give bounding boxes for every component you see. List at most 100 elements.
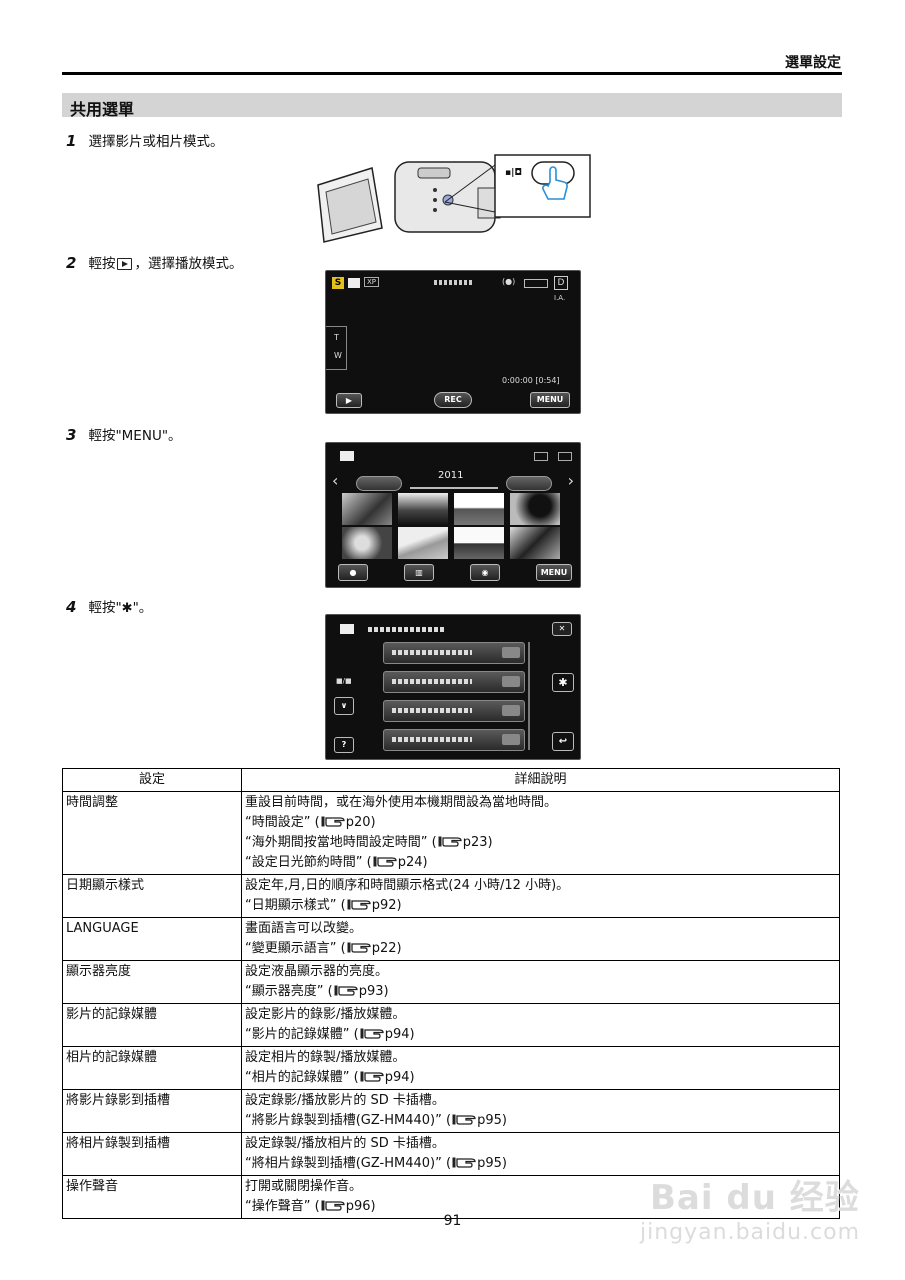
page-reference-link[interactable]: p20	[345, 815, 371, 830]
page-number: 91	[443, 1213, 462, 1229]
reference-line[interactable]: “將影片錄製到插槽(GZ-HM440)” (p95)	[245, 1111, 836, 1131]
help-icon[interactable]: ?	[334, 737, 354, 753]
page-reference-link[interactable]: p22	[371, 941, 397, 956]
thumbnail[interactable]	[398, 493, 448, 525]
reference-hand-icon	[452, 1157, 476, 1168]
setting-name: 日期顯示樣式	[62, 874, 242, 918]
page-reference-link[interactable]: p94	[384, 1070, 410, 1085]
line-text: 設定相片的錄製/播放媒體。	[245, 1050, 406, 1065]
reference-line[interactable]: “將相片錄製到插槽(GZ-HM440)” (p95)	[245, 1154, 836, 1174]
page-reference-link[interactable]: p92	[371, 898, 397, 913]
record-mode-button[interactable]: ●	[338, 564, 368, 581]
reference-line[interactable]: “日期顯示樣式” (p92)	[245, 896, 836, 916]
next-arrow-icon[interactable]: ›	[567, 471, 574, 490]
page-reference-link[interactable]: p95	[477, 1156, 502, 1171]
menu-button[interactable]: MENU	[530, 392, 570, 408]
menu-item[interactable]	[383, 671, 525, 693]
line-text: 畫面語言可以改變。	[245, 921, 363, 936]
thumbnail[interactable]	[398, 527, 448, 559]
menu-item[interactable]	[383, 700, 525, 722]
page-reference-link[interactable]: p93	[358, 984, 384, 999]
table-row: 時間調整重設目前時間，或在海外使用本機期間設為當地時間。“時間設定” (p20)…	[62, 791, 840, 875]
section-title-bar: 共用選單	[62, 93, 842, 119]
line-text: “日期顯示樣式” (	[245, 898, 346, 913]
menu-button[interactable]: MENU	[536, 564, 572, 581]
thumbnail[interactable]	[342, 493, 392, 525]
battery-icon	[558, 452, 572, 461]
zoom-control[interactable]: T W	[326, 326, 347, 370]
year-label: 2011	[438, 470, 464, 481]
menu-item[interactable]	[383, 642, 525, 664]
back-icon[interactable]: ↩	[552, 732, 574, 751]
reference-line[interactable]: “變更顯示語言” (p22)	[245, 939, 836, 959]
closing-paren: )	[409, 1027, 415, 1042]
thumbnail[interactable]	[342, 527, 392, 559]
gear-icon[interactable]: ✱	[552, 673, 574, 692]
page-reference-link[interactable]: p23	[462, 835, 488, 850]
setting-description: 打開或關閉操作音。“操作聲音” (p96)	[241, 1175, 840, 1219]
closing-paren: )	[370, 1199, 376, 1214]
close-icon[interactable]: ✕	[552, 622, 572, 636]
table-row: 顯示器亮度設定液晶顯示器的亮度。“顯示器亮度” (p93)	[62, 960, 840, 1004]
date-pill-left[interactable]	[356, 476, 402, 491]
table-header-row: 設定 詳細說明	[62, 768, 840, 792]
setting-description: 設定相片的錄製/播放媒體。 “相片的記錄媒體” (p94)	[241, 1046, 840, 1090]
page-reference-link[interactable]: p96	[345, 1199, 371, 1214]
header-rule	[62, 72, 842, 75]
thumbnail[interactable]	[454, 527, 504, 559]
thumbnail[interactable]	[510, 493, 560, 525]
line-text: “時間設定” (	[245, 815, 320, 830]
line-text: 設定影片的錄影/播放媒體。	[245, 1007, 406, 1022]
step-number: 2	[66, 254, 77, 272]
reference-line[interactable]: “海外期間按當地時間設定時間” ( p23)	[245, 833, 836, 853]
closing-paren: )	[409, 1070, 415, 1085]
playback-screen: ‹ › 2011 ● ▥ ◉ MENU	[325, 442, 581, 588]
menu-screen: ✕ ■/■ ∨ ? ✱ ↩	[325, 614, 581, 760]
setting-description: 設定影片的錄影/播放媒體。 “影片的記錄媒體” (p94)	[241, 1003, 840, 1047]
step-number: 3	[66, 426, 77, 444]
date-pill-right[interactable]	[506, 476, 552, 491]
page-reference-link[interactable]: p94	[384, 1027, 410, 1042]
description-text: 打開或關閉操作音。	[245, 1177, 836, 1197]
reference-line[interactable]: “相片的記錄媒體” (p94)	[245, 1068, 836, 1088]
step-text-after: ，選擇播放模式。	[134, 256, 243, 272]
trash-icon[interactable]: ▥	[404, 564, 434, 581]
watermark-logo: Bai du 经验	[650, 1178, 860, 1218]
reference-line[interactable]: “設定日光節約時間” ( p24)	[245, 853, 836, 873]
reference-line[interactable]: “操作聲音” (p96)	[245, 1197, 836, 1217]
video-mode-icon	[340, 451, 354, 461]
reference-line[interactable]: “影片的記錄媒體” (p94)	[245, 1025, 836, 1045]
line-text: 重設目前時間，或在海外使用本機期間設為當地時間。	[245, 795, 558, 810]
rec-button[interactable]: REC	[434, 392, 472, 408]
reference-line[interactable]: “顯示器亮度” (p93)	[245, 982, 836, 1002]
quality-badge: XP	[364, 277, 380, 287]
setting-description: 設定液晶顯示器的亮度。“顯示器亮度” (p93)	[241, 960, 840, 1004]
reference-hand-icon	[360, 1028, 384, 1039]
section-header: 選單設定	[785, 55, 841, 71]
play-slideshow-icon[interactable]: ◉	[470, 564, 500, 581]
table-row: 日期顯示樣式設定年,月,日的順序和時間顯示格式(24 小時/12 小時)。 “日期…	[62, 874, 840, 918]
page-reference-link[interactable]: p95	[477, 1113, 502, 1128]
chevron-down-icon[interactable]: ∨	[334, 697, 354, 715]
playback-button[interactable]: ▶	[336, 393, 362, 408]
closing-paren: )	[383, 984, 389, 999]
page-reference-link[interactable]: p24	[397, 855, 423, 870]
line-text: “海外期間按當地時間設定時間” (	[245, 835, 437, 850]
step-3: 3 輕按"MENU"。	[66, 424, 182, 444]
previous-arrow-icon[interactable]: ‹	[332, 471, 339, 490]
reference-line[interactable]: “時間設定” (p20)	[245, 813, 836, 833]
description-text: 設定年,月,日的順序和時間顯示格式(24 小時/12 小時)。	[245, 876, 836, 896]
line-text: “將相片錄製到插槽(GZ-HM440)” (	[245, 1156, 452, 1171]
closing-paren: )	[487, 835, 493, 850]
line-text: “設定日光節約時間” (	[245, 855, 372, 870]
thumbnail[interactable]	[510, 527, 560, 559]
thumbnail[interactable]	[454, 493, 504, 525]
watermark-url: jingyan.baidu.com	[640, 1220, 861, 1245]
playback-icon	[117, 258, 133, 270]
scrollbar[interactable]	[528, 642, 530, 750]
reference-hand-icon	[347, 942, 371, 953]
menu-item[interactable]	[383, 729, 525, 751]
svg-text:▪|◘: ▪|◘	[505, 168, 522, 178]
closing-paren: )	[422, 855, 428, 870]
